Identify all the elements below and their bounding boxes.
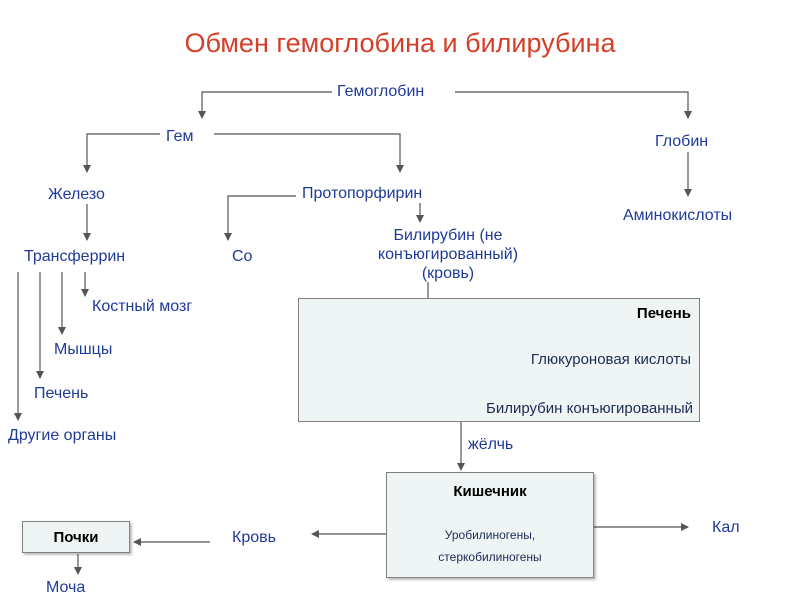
intestine-box-title: Кишечник xyxy=(453,483,527,500)
node-transferrin: Трансферрин xyxy=(24,248,126,265)
bilirubin-line2: конъюгированный) xyxy=(377,246,519,263)
arrow-hemoglobin-globin xyxy=(455,91,692,119)
node-protoporphyrin: Протопорфирин xyxy=(302,185,423,202)
bilirubin-line3: (кровь) xyxy=(421,265,475,282)
node-globin: Глобин xyxy=(655,133,709,150)
intestine-line1: Уробилиногены, xyxy=(444,528,536,542)
node-other-organs: Другие органы xyxy=(8,427,117,444)
node-muscles: Мышцы xyxy=(54,341,113,358)
node-bile: жёлчь xyxy=(468,436,514,453)
node-blood: Кровь xyxy=(232,529,276,546)
node-feces: Кал xyxy=(712,519,740,536)
intestine-box: Кишечник Уробилиногены, стеркобилиногены xyxy=(386,472,594,578)
node-heme: Гем xyxy=(166,128,194,145)
arrow-heme-protoporphyrin xyxy=(214,133,404,173)
node-bilirubin-unconjugated: Билирубин (не конъюгированный) (кровь) xyxy=(358,226,538,283)
arrow-protoporphyrin-co xyxy=(224,195,296,241)
intestine-line2: стеркобилиногены xyxy=(438,550,542,564)
bilirubin-line1: Билирубин (не xyxy=(393,227,503,244)
liver-bilirubin-conjugated: Билирубин конъюгированный xyxy=(485,400,693,417)
arrow-heme-iron xyxy=(83,133,160,173)
arrow-hemoglobin-heme xyxy=(198,91,332,119)
node-bone-marrow: Костный мозг xyxy=(92,298,193,315)
page-title: Обмен гемоглобина и билирубина xyxy=(184,28,616,58)
node-co: Со xyxy=(232,248,253,265)
node-amino-acids: Аминокислоты xyxy=(623,207,733,224)
liver-box-title: Печень xyxy=(636,305,691,322)
node-hemoglobin: Гемоглобин xyxy=(337,83,425,100)
node-urine: Моча xyxy=(46,579,86,596)
liver-box: Печень Глюкуроновая кислоты Билирубин ко… xyxy=(298,298,700,422)
node-iron: Железо xyxy=(48,186,105,203)
liver-glucuronic: Глюкуроновая кислоты xyxy=(530,351,691,368)
kidney-box-title: Почки xyxy=(53,529,99,546)
kidney-box: Почки xyxy=(22,521,130,553)
node-liver-target: Печень xyxy=(34,385,89,402)
